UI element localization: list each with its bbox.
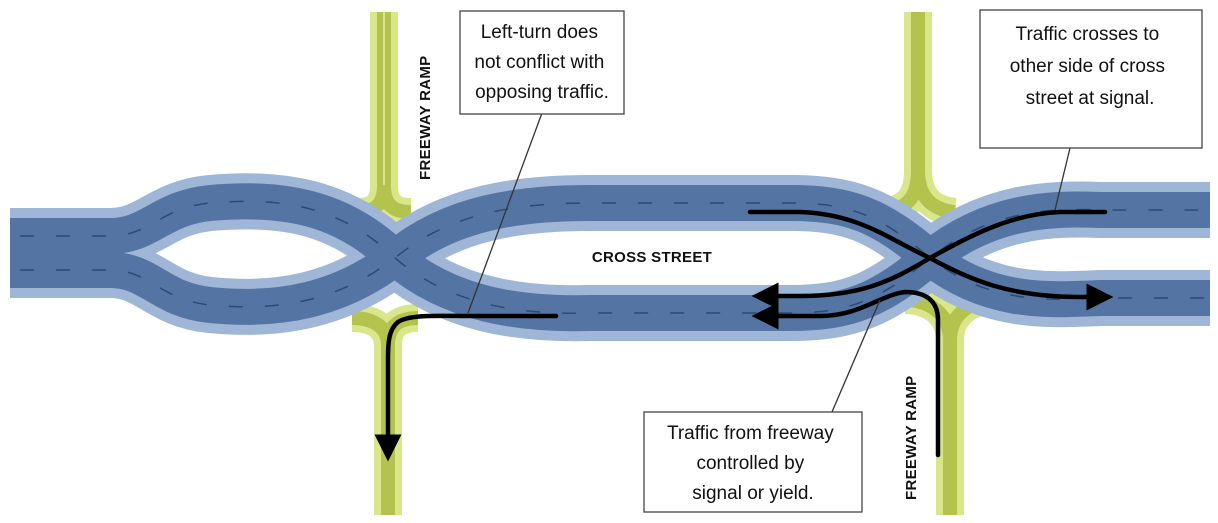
callout-from-freeway-leader — [831, 299, 881, 413]
callout-from-freeway: Traffic from freeway controlled by signa… — [643, 299, 881, 513]
callout-crosses: Traffic crosses to other side of cross s… — [979, 9, 1203, 211]
callout-crosses-line-1: Traffic crosses to — [1016, 24, 1160, 45]
callout-crosses-box — [979, 9, 1203, 149]
callout-crosses-line-3: street at signal. — [1026, 88, 1155, 109]
svg-text:Left-turn does not confl: Left-turn does not conflict with opposin… — [474, 22, 609, 103]
callout-left-turn-line-2: not conflict with — [474, 52, 604, 73]
crossover-path — [747, 209, 1114, 311]
callout-crosses-leader — [1054, 147, 1071, 211]
callout-from-freeway-line-1: Traffic from freeway — [667, 423, 834, 444]
callout-from-freeway-box — [643, 411, 863, 513]
callout-left-turn-box — [459, 10, 625, 115]
left-turn-path — [374, 313, 559, 462]
callout-left-turn-leader — [467, 112, 543, 314]
svg-text:Traffic crosses to other: Traffic crosses to other side of cross s… — [1010, 24, 1171, 109]
freeway-ramp-left-label: FREEWAY RAMP — [417, 56, 434, 180]
freeway-ramp-right-label: FREEWAY RAMP — [903, 376, 920, 500]
cross-street-road — [10, 173, 1210, 342]
freeway-entry-path — [751, 289, 941, 458]
callout-from-freeway-line-3: signal or yield. — [692, 483, 813, 504]
svg-text:Traffic from freeway con: Traffic from freeway controlled by signa… — [667, 423, 839, 504]
callout-from-freeway-line-2: controlled by — [696, 453, 804, 474]
callout-left-turn: Left-turn does not conflict with opposin… — [459, 10, 625, 314]
callout-left-turn-line-3: opposing traffic. — [475, 82, 609, 103]
cross-street-label: CROSS STREET — [592, 249, 712, 266]
callout-left-turn-line-1: Left-turn does — [481, 22, 598, 43]
callout-crosses-line-2: other side of cross — [1010, 56, 1165, 77]
